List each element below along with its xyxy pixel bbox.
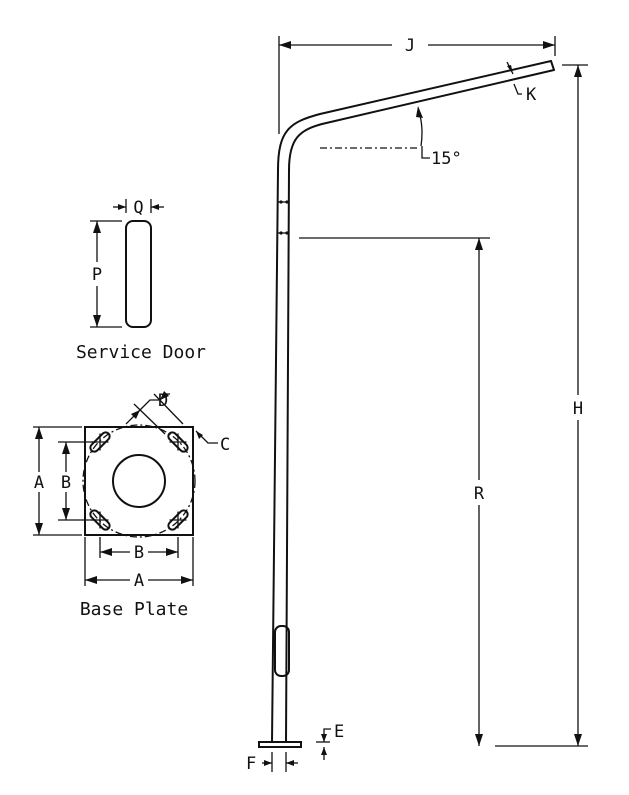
dimension-h: H (495, 64, 588, 747)
pole-arm-bottom (321, 69, 555, 125)
dimension-h-label: H (573, 399, 583, 419)
service-door-q-label: Q (133, 198, 143, 218)
dimension-e-label: E (334, 722, 344, 742)
dimension-angle: 15° (320, 106, 462, 169)
pole-bend-inner (288, 123, 323, 171)
base-plate-center-hole (112, 454, 166, 508)
bolt-circle (82, 424, 196, 538)
dimension-r-label: R (474, 484, 485, 504)
service-door-p-label: P (92, 265, 102, 285)
dimension-j: J (278, 36, 556, 134)
dimension-k: K (506, 61, 537, 105)
dimension-k-label: K (526, 85, 537, 105)
dimension-e: E (316, 722, 344, 760)
base-plate-b-left-label: B (61, 473, 71, 493)
bolt-slot-bottom-right (167, 509, 189, 531)
d-extension-2 (153, 393, 184, 425)
base-plate-detail: A B D C B A (33, 391, 230, 620)
base-plate-a-bottom-label: A (134, 571, 144, 591)
service-door-detail: Q P Service Door (76, 198, 206, 363)
angle-label: 15° (431, 149, 462, 169)
base-plate-b-bottom-label: B (134, 543, 144, 563)
pole-base-plate (258, 741, 302, 748)
service-door-outline (125, 220, 152, 328)
dimension-j-label: J (405, 36, 415, 56)
pole-arm-tip (550, 60, 555, 71)
d-extension-1 (133, 403, 166, 435)
base-plate-square (84, 426, 194, 536)
base-plate-c-label: C (220, 435, 230, 455)
pole-shaft-right (285, 169, 290, 743)
pole-arm-top (319, 60, 552, 115)
base-plate-a-left-label: A (34, 473, 44, 493)
service-door-title: Service Door (76, 342, 206, 363)
dimension-f-label: F (246, 754, 256, 774)
dimension-r: R (299, 237, 490, 746)
pole-bend-outer (277, 113, 321, 171)
pole-shaft-left (271, 169, 279, 743)
base-plate-d-label: D (158, 391, 168, 411)
bolt-slot-top-right (167, 431, 189, 453)
pole (258, 60, 555, 748)
dimension-f: F (246, 752, 298, 774)
pole-service-door (274, 625, 290, 677)
base-plate-title: Base Plate (80, 599, 188, 620)
